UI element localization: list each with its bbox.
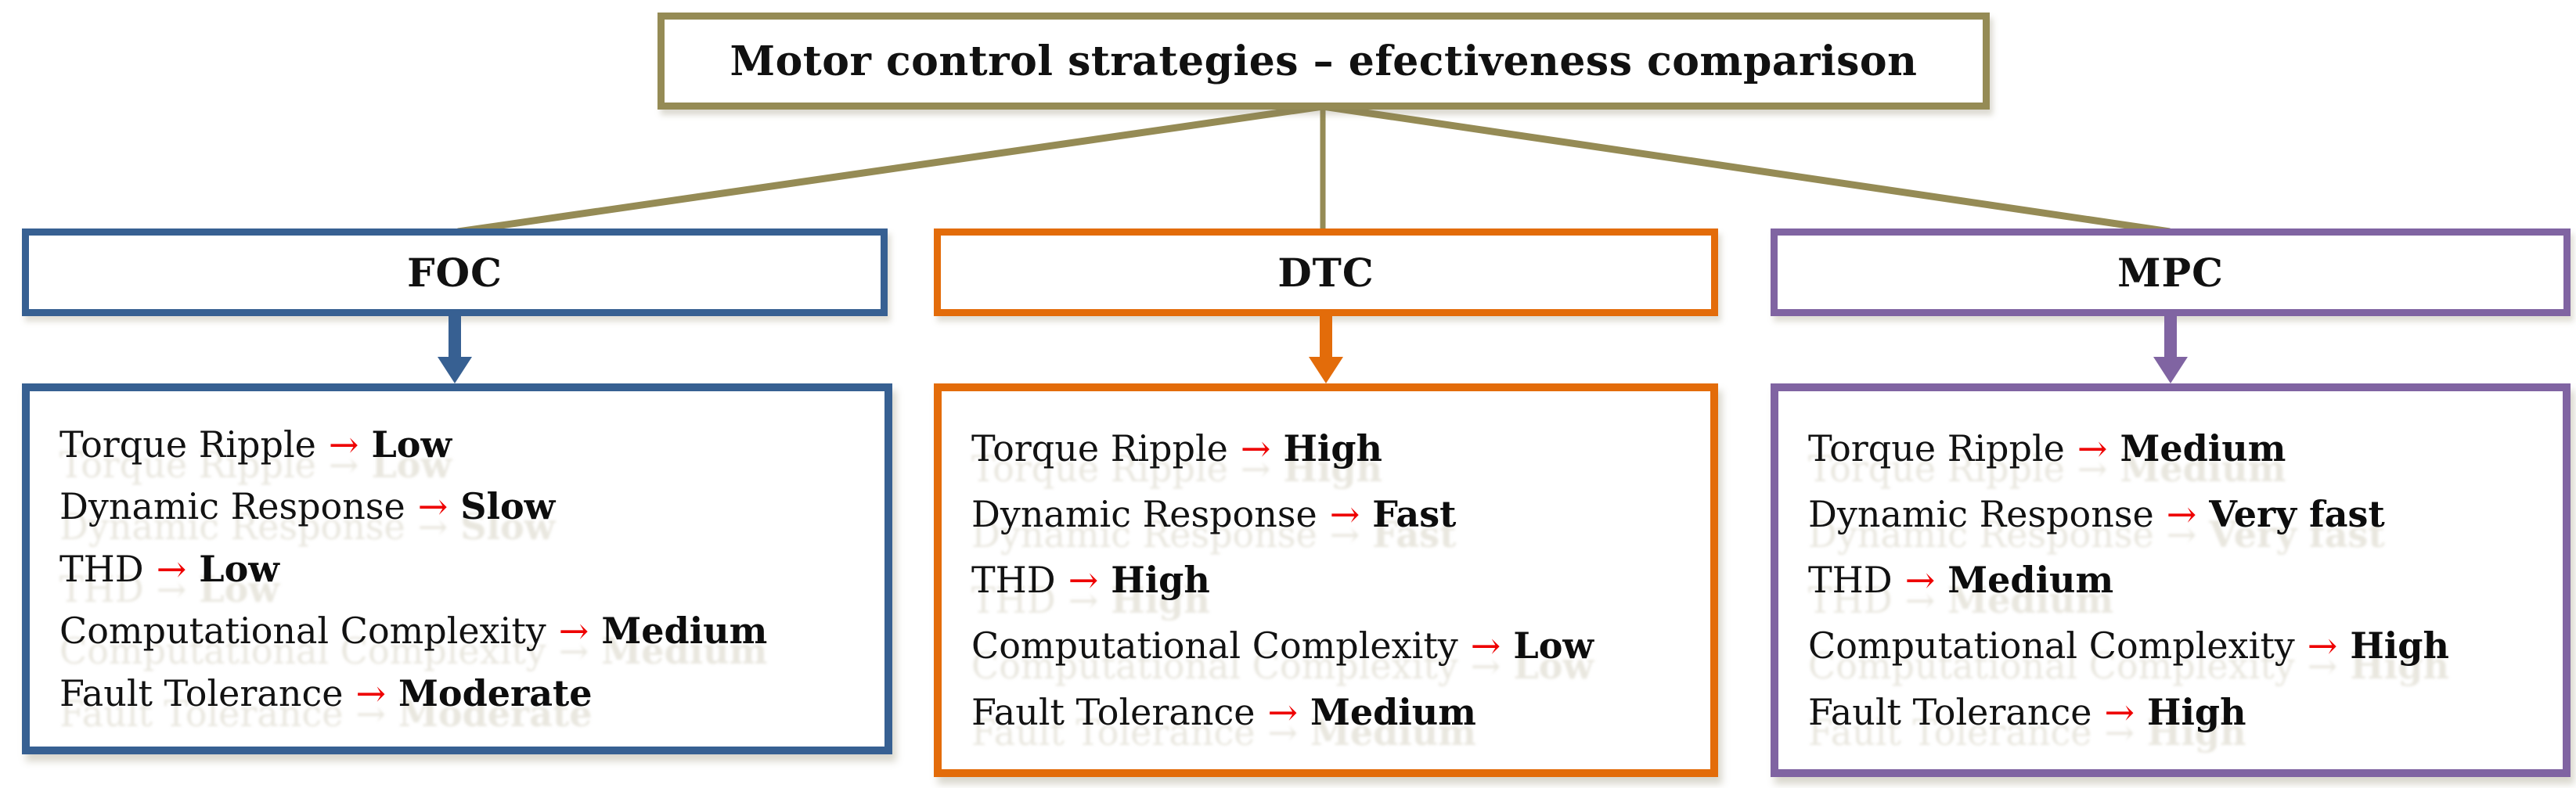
attribute-label: Dynamic Response xyxy=(59,485,405,528)
attribute-value: Slow xyxy=(460,485,556,528)
arrow-icon: → xyxy=(1068,559,1099,602)
mpc-label: MPC xyxy=(2117,249,2224,296)
foc-down-arrow-icon xyxy=(430,316,480,383)
arrow-icon: → xyxy=(2307,624,2338,667)
attribute-label: THD xyxy=(971,559,1056,602)
attribute-label: Fault Tolerance xyxy=(971,690,1256,733)
attribute-value: High xyxy=(2146,690,2246,733)
attribute-value: Low xyxy=(1513,624,1594,667)
attribute-label: Torque Ripple xyxy=(1808,426,2065,470)
arrow-icon: → xyxy=(2104,690,2135,733)
attribute-value: Medium xyxy=(1947,559,2114,602)
attribute-row: Dynamic Response → Slow xyxy=(59,487,877,527)
dtc-label: DTC xyxy=(1277,249,1374,296)
attribute-label: Computational Complexity xyxy=(59,610,546,653)
attribute-value: High xyxy=(1111,559,1210,602)
attribute-value: Very fast xyxy=(2209,492,2385,535)
attribute-label: Computational Complexity xyxy=(971,624,1458,667)
mpc-details-box: Torque Ripple → Medium Dynamic Response → Ve… xyxy=(1771,383,2571,777)
arrow-icon: → xyxy=(1470,624,1501,667)
attribute-value: Low xyxy=(199,547,279,590)
arrow-icon: → xyxy=(355,671,386,714)
arrow-icon: → xyxy=(1267,690,1298,733)
attribute-value: Medium xyxy=(2120,426,2286,470)
attribute-value: Medium xyxy=(1310,690,1476,733)
attribute-row: Torque Ripple → Medium xyxy=(1808,426,2555,470)
dtc-header-box: DTC xyxy=(934,228,1718,316)
attribute-row: Fault Tolerance → Medium xyxy=(971,690,1702,733)
arrow-icon: → xyxy=(1240,426,1271,470)
mpc-header-box: MPC xyxy=(1771,228,2571,316)
attribute-value: High xyxy=(2350,624,2449,667)
attribute-row: Computational Complexity → Low xyxy=(971,626,1702,666)
figure-title-box: Motor control strategies – efectiveness … xyxy=(658,13,1990,110)
foc-header-box: FOC xyxy=(22,228,888,316)
arrow-icon: → xyxy=(2077,426,2108,470)
attribute-row: Torque Ripple → Low xyxy=(59,425,877,465)
attribute-value: Moderate xyxy=(398,671,593,714)
arrow-icon: → xyxy=(1329,492,1360,535)
attribute-row: Fault Tolerance → Moderate xyxy=(59,671,877,714)
attribute-label: Computational Complexity xyxy=(1808,624,2295,667)
attribute-value: High xyxy=(1283,426,1382,470)
attribute-row: Fault Tolerance → High xyxy=(1808,690,2555,733)
arrow-icon: → xyxy=(1904,559,1936,602)
attribute-row: Computational Complexity → High xyxy=(1808,626,2555,666)
foc-label: FOC xyxy=(407,249,503,296)
attribute-value: Medium xyxy=(601,610,768,653)
attribute-row: Dynamic Response → Fast xyxy=(971,495,1702,534)
attribute-value: Fast xyxy=(1372,492,1457,535)
arrow-icon: → xyxy=(156,547,187,590)
dtc-details-box: Torque Ripple → High Dynamic Response → Fast… xyxy=(934,383,1718,777)
attribute-value: Low xyxy=(371,423,452,466)
attribute-label: Fault Tolerance xyxy=(59,671,344,714)
attribute-row: THD → High xyxy=(971,560,1702,600)
attribute-row: Dynamic Response → Very fast xyxy=(1808,495,2555,534)
dtc-down-arrow-icon xyxy=(1301,316,1351,383)
attribute-row: THD → Medium xyxy=(1808,560,2555,600)
figure-title: Motor control strategies – efectiveness … xyxy=(730,37,1918,85)
arrow-icon: → xyxy=(328,423,359,466)
attribute-label: THD xyxy=(59,547,144,590)
attribute-row: Computational Complexity → Medium xyxy=(59,611,877,651)
attribute-label: Dynamic Response xyxy=(1808,492,2154,535)
attribute-row: Torque Ripple → High xyxy=(971,426,1702,470)
foc-details-box: Torque Ripple→Low Dynamic Response→Slow … xyxy=(22,383,892,754)
arrow-icon: → xyxy=(417,485,449,528)
attribute-label: Torque Ripple xyxy=(59,423,316,466)
attribute-label: THD xyxy=(1808,559,1893,602)
arrow-icon: → xyxy=(2166,492,2197,535)
mpc-down-arrow-icon xyxy=(2145,316,2196,383)
attribute-label: Fault Tolerance xyxy=(1808,690,2092,733)
attribute-row: THD → Low xyxy=(59,549,877,589)
attribute-label: Dynamic Response xyxy=(971,492,1317,535)
attribute-label: Torque Ripple xyxy=(971,426,1228,470)
arrow-icon: → xyxy=(558,610,589,653)
